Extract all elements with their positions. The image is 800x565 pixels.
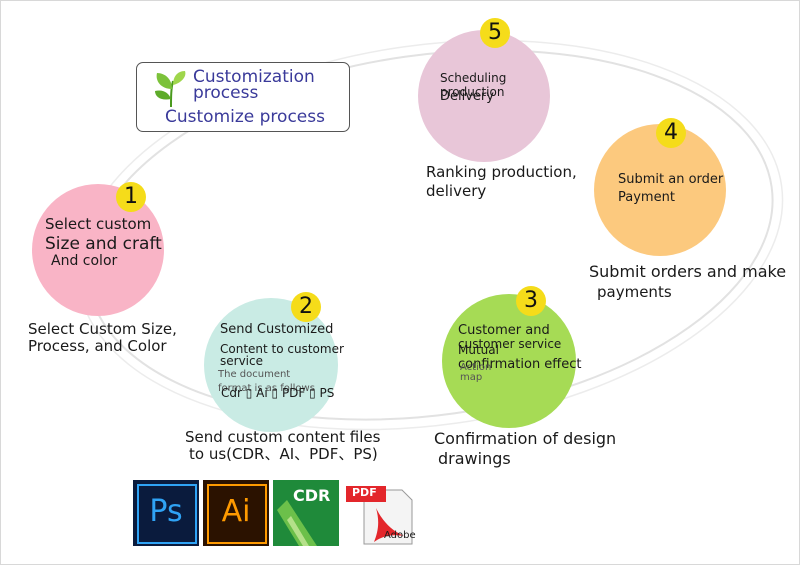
step-1-caption-1: Select Custom Size, [28,320,177,338]
adobe-label: Adobe [384,530,416,541]
step-5-badge: 5 [480,18,510,48]
coreldraw-label: CDR [293,486,331,505]
step-3-caption-1: Confirmation of design [434,429,617,448]
step-2-caption-1: Send custom content files [185,428,381,446]
step-3-line-2: customer service [458,337,562,351]
pdf-label: PDF [352,486,377,499]
step-3-caption-2: drawings [438,449,511,468]
step-1-line-1: Select custom [45,215,152,233]
step-2-caption-2: to us(CDR、AI、PDF、PS) [189,445,378,463]
step-4-badge: 4 [656,118,686,148]
step-2-line-5: format is as follows [218,383,315,394]
step-4-caption-1: Submit orders and make [589,262,787,281]
step-5-circle [418,30,550,162]
step-2-line-4: The document [218,369,291,380]
pdf-icon: PDF Adobe [346,484,416,546]
step-3-line-5: Action [460,362,492,373]
step-3-line-1: Customer and [458,323,550,338]
leaf-icon [155,71,186,108]
step-5-caption-2: delivery [426,182,487,200]
step-1-line-3: And color [51,253,118,269]
step-2-line-2: Content to customer [220,342,344,356]
step-5-line-1: Scheduling [440,71,507,85]
step-4-line-1: Submit an order [618,172,724,187]
step-1-caption-2: Process, and Color [28,337,167,355]
step-2-circle [204,298,338,432]
photoshop-icon: Ps [133,480,199,546]
step-1-line-2: Size and craft [45,234,162,254]
title-sub: Customize process [165,107,325,127]
step-2-badge: 2 [291,292,321,322]
step-4-circle [594,124,726,256]
step-3-line-6: map [460,372,483,383]
step-3-badge: 3 [516,286,546,316]
step-3-line-3: Mutual [458,343,499,357]
step-3-line-4: confirmation effect [458,357,582,372]
step-2-line-3: service [220,354,263,368]
title-main: Customization process [193,67,315,103]
step-2-line-1: Send Customized [220,322,334,337]
step-5-line-3: Delivery [440,89,494,104]
step-1-badge: 1 [116,182,146,212]
step-4-line-2: Payment [618,190,675,205]
step-4-caption-2: payments [597,283,672,301]
illustrator-label: Ai [221,494,251,529]
step-5-caption-1: Ranking production, [426,163,577,181]
step-2-line-6: Cdr ▯ Ai ▯ PDF ▯ PS [221,386,335,400]
illustrator-icon: Ai [203,480,269,546]
title-box: Customization process Customize process [136,62,350,132]
step-5-line-2: production [440,85,505,99]
coreldraw-icon: CDR [273,480,339,546]
photoshop-label: Ps [149,494,183,529]
step-3-circle [442,294,576,428]
